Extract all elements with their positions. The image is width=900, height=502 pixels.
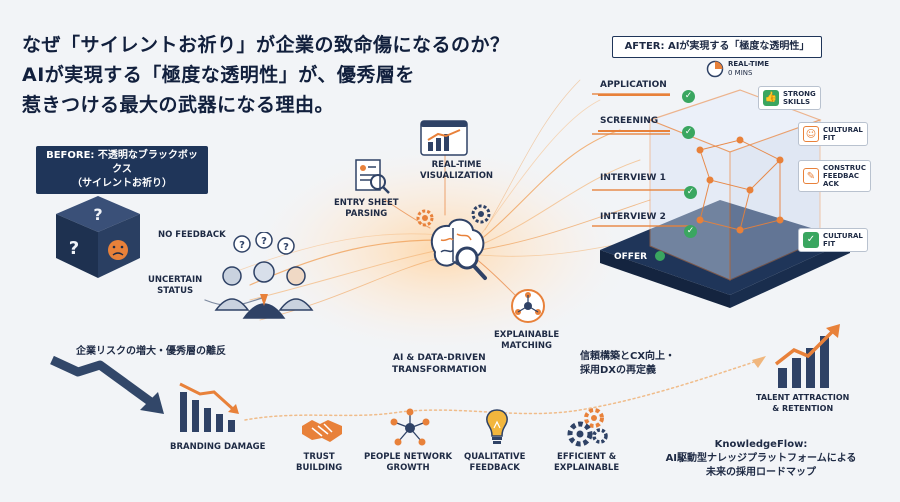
stage-application: APPLICATION xyxy=(600,80,667,90)
cube-question-icon: ? ? xyxy=(56,196,140,278)
stage-offer: OFFER xyxy=(614,252,648,262)
network-icon xyxy=(390,408,430,446)
entry-sheet-parsing-label: ENTRY SHEET PARSING xyxy=(334,198,399,219)
footer-line-1: KnowledgeFlow: xyxy=(714,439,808,450)
people-network-growth-label: PEOPLE NETWORK GROWTH xyxy=(364,452,453,473)
uncertain-status-text: UNCERTAIN STATUS xyxy=(148,275,203,296)
stage-screening: SCREENING xyxy=(600,116,659,126)
feedback-bubble-strong-skills: 👍 STRONG SKILLS xyxy=(758,86,821,110)
headline-line-2: AIが実現する「極度な透明性」が、優秀層を xyxy=(22,64,415,86)
chart-down-icon xyxy=(50,355,164,414)
branding-damage-label: BRANDING DAMAGE xyxy=(170,442,266,452)
no-feedback-label: NO FEEDBACK xyxy=(158,230,226,240)
footer-brand: KnowledgeFlow: AI駆動型ナレッジプラットフォームによる 未来の採… xyxy=(646,438,876,480)
chat-icon: ✓ xyxy=(803,232,819,248)
speech-icon: ✎ xyxy=(803,168,819,184)
chart-up-icon xyxy=(420,120,468,156)
before-label: BEFORE: 不透明なブラックボックス （サイレントお祈り） xyxy=(36,146,208,194)
network-matching-icon xyxy=(511,289,545,323)
check-icon-screening: ✓ xyxy=(682,126,695,139)
feedback-bubble-cultural-fit-2: ✓ CULTURAL FIT xyxy=(798,228,868,252)
risk-label: 企業リスクの増大・優秀層の離反 xyxy=(76,346,226,357)
feedback-bubble-cultural-fit-1: ☺ CULTURAL FIT xyxy=(798,122,868,146)
talent-attraction-label: TALENT ATTRACTION & RETENTION xyxy=(756,393,850,413)
check-icon-interview-1: ✓ xyxy=(684,186,697,199)
real-time-visualization-label: REAL-TIME VISUALIZATION xyxy=(420,160,494,181)
document-icon xyxy=(355,159,390,194)
transparency-cube-illustration xyxy=(592,89,850,308)
svg-text:?: ? xyxy=(93,205,102,224)
transformation-label: AI & DATA-DRIVEN TRANSFORMATION xyxy=(392,353,487,375)
headline-line-1: なぜ「サイレントお祈り」が企業の致命傷になるのか？ xyxy=(22,34,510,56)
handshake-icon xyxy=(302,420,342,442)
people-icon: ? ? ? xyxy=(214,232,314,319)
svg-text:?: ? xyxy=(69,238,79,259)
efficient-explainable-label: EFFICIENT & EXPLAINABLE xyxy=(554,452,620,473)
clock-icon xyxy=(706,60,724,78)
headline-line-3: 惹きつける最大の武器になる理由。 xyxy=(22,94,335,116)
footer-line-3: 未来の採用ロードマップ xyxy=(706,467,816,478)
stage-screening-bar xyxy=(598,130,670,132)
svg-text:?: ? xyxy=(261,236,267,247)
real-time-label: REAL-TIME 0 MINS xyxy=(728,60,770,77)
smile-icon: ☺ xyxy=(803,126,819,142)
check-icon-interview-2: ✓ xyxy=(684,225,697,238)
explainable-matching-label: EXPLAINABLE MATCHING xyxy=(494,330,560,351)
gear-icon xyxy=(567,408,608,447)
brain-icon xyxy=(416,204,491,280)
trust-cx-label: 信頼構築とCX向上・ 採用DXの再定義 xyxy=(580,351,676,376)
trust-building-label: TRUST BUILDING xyxy=(296,452,343,473)
stage-application-bar xyxy=(598,94,670,96)
svg-text:?: ? xyxy=(283,242,289,253)
lightbulb-icon xyxy=(486,409,508,444)
stage-interview-2: INTERVIEW 2 xyxy=(600,212,666,222)
feedback-bubble-constructive: ✎ CONSTRUC FEEDBAC ACK xyxy=(798,160,871,192)
thumbs-up-icon: 👍 xyxy=(763,90,779,106)
qualitative-feedback-label: QUALITATIVE FEEDBACK xyxy=(464,452,526,473)
chart-up-talent-icon xyxy=(774,324,840,388)
footer-line-2: AI駆動型ナレッジプラットフォームによる xyxy=(665,453,857,464)
check-icon-application: ✓ xyxy=(682,90,695,103)
branding-damage-chart-icon xyxy=(179,382,239,432)
svg-text:?: ? xyxy=(239,240,245,251)
stage-interview-1: INTERVIEW 1 xyxy=(600,173,666,183)
uncertain-status-label: UNCERTAIN STATUS xyxy=(148,275,202,297)
after-label: AFTER: AIが実現する「極度な透明性」 xyxy=(612,36,822,58)
